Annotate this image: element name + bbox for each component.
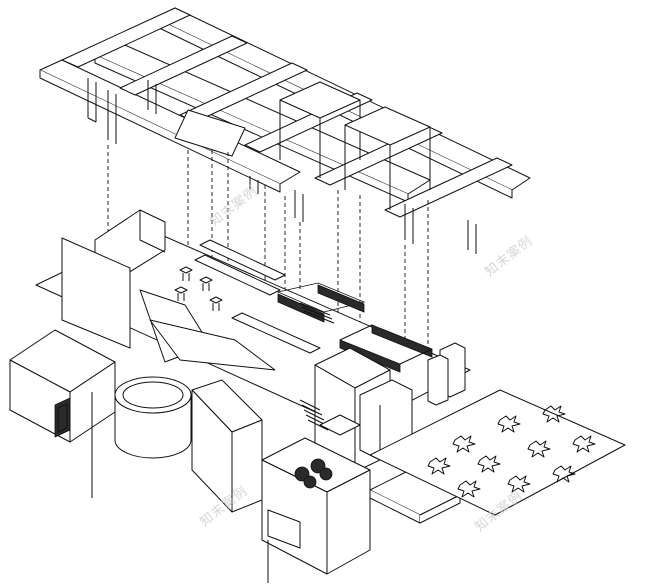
- landscape-deck: [369, 389, 626, 516]
- interior-elements: [61, 209, 466, 406]
- ground-volumes: [9, 329, 461, 575]
- tree-symbols: [427, 405, 596, 498]
- hvac-units: [294, 458, 333, 489]
- roof-frame-structure: [39, 7, 531, 254]
- leader-lines: [91, 392, 269, 583]
